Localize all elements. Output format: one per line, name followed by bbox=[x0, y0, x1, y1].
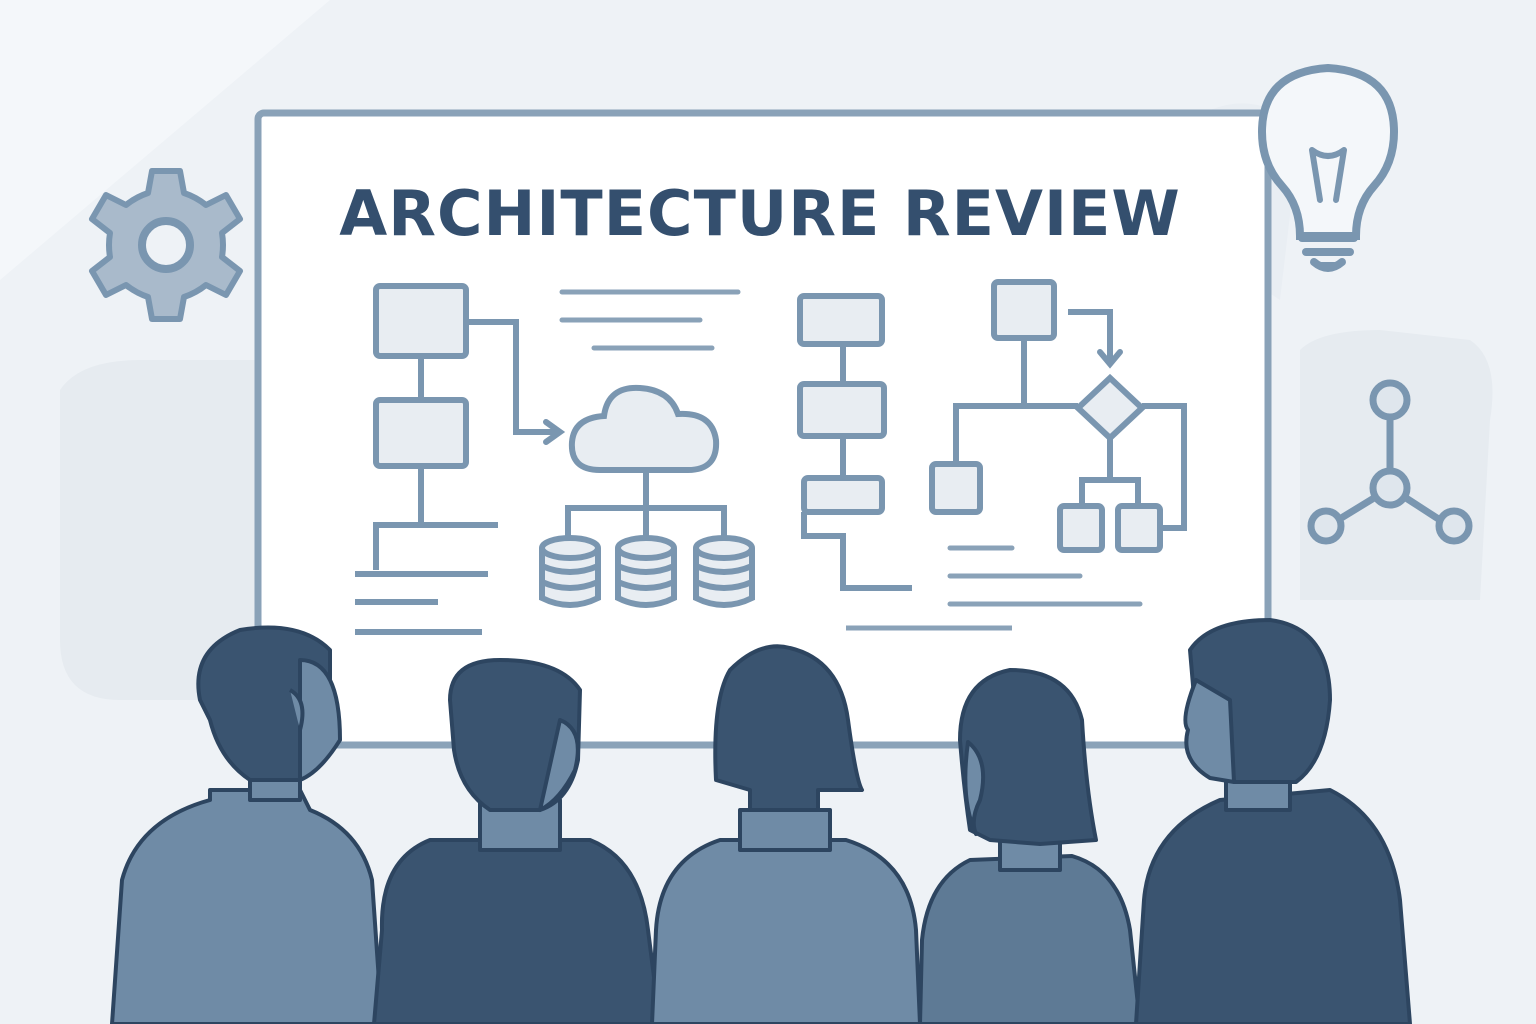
flow-box bbox=[801, 475, 885, 515]
gear-icon bbox=[89, 168, 243, 322]
network-nodes-icon bbox=[1307, 379, 1473, 545]
text-lines-right bbox=[947, 545, 1143, 607]
person-man-left bbox=[110, 625, 384, 1024]
flow-box bbox=[991, 279, 1057, 341]
flow-box bbox=[1115, 503, 1163, 553]
database-icon bbox=[539, 535, 601, 608]
person-man-right bbox=[1134, 618, 1412, 1024]
database-icon bbox=[615, 535, 677, 608]
middle-flowchart bbox=[797, 293, 1012, 631]
left-flowchart bbox=[355, 283, 566, 635]
database-icons bbox=[539, 535, 755, 608]
board-title: ARCHITECTURE REVIEW bbox=[339, 177, 1181, 250]
person-second bbox=[372, 658, 662, 1024]
whiteboard: ARCHITECTURE REVIEW bbox=[254, 109, 1272, 749]
database-icon bbox=[693, 535, 755, 608]
flow-box bbox=[1057, 503, 1105, 553]
right-flowchart bbox=[929, 279, 1187, 553]
lightbulb-icon bbox=[1257, 63, 1399, 272]
text-lines bbox=[559, 289, 741, 351]
flow-box bbox=[929, 461, 983, 515]
flow-box bbox=[373, 283, 469, 359]
flow-box bbox=[373, 397, 469, 469]
flow-box bbox=[797, 293, 885, 347]
cloud-icon bbox=[568, 384, 720, 473]
audience bbox=[110, 618, 1412, 1024]
flow-box bbox=[797, 381, 887, 439]
person-woman-center bbox=[650, 644, 922, 1024]
person-woman-fourth bbox=[918, 668, 1142, 1024]
